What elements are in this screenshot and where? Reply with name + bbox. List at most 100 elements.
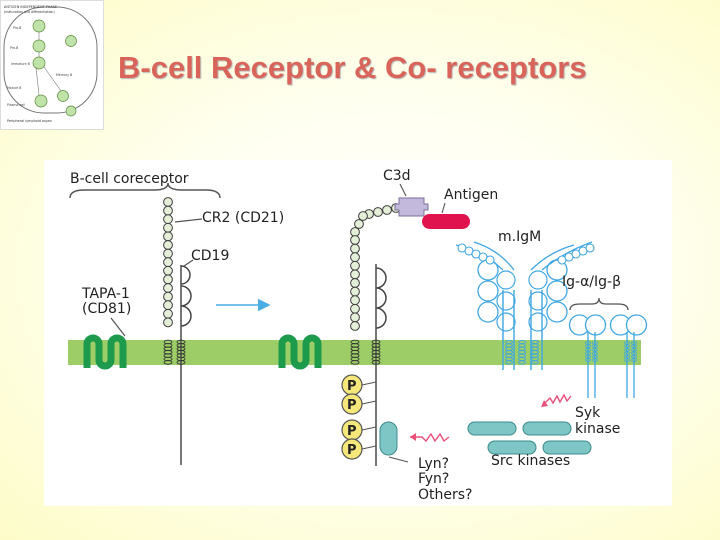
igm-arm-bead [585,243,595,253]
diagram-canvas: B-cell coreceptor CR2 (CD21) CD19 TAPA-1… [68,168,648,503]
label-igab: Ig-α/Ig-β [562,274,621,290]
c3d-block [394,197,429,217]
syk-zigzag-arrowhead [541,400,548,407]
cr2-bead [163,197,173,207]
thumb-line-1: (maturation and differentiation) [4,10,55,14]
cr2-bead [163,222,173,233]
igm-helix-turn [505,360,513,365]
igab-helix-turn [585,344,592,349]
src-kinase-1 [487,440,537,455]
cr2-bead [350,260,360,271]
igab-helix-turn [585,341,592,345]
igab-helix-turn [631,354,638,359]
igab-helix-turn [592,351,599,356]
igab-helix-turn [624,351,631,356]
cr2-bead [373,207,383,217]
label-antigen: Antigen [444,187,498,203]
cr2-bead [163,291,173,302]
cr2-bead [350,269,360,280]
src-kinase-2 [542,440,592,455]
cr2-bead-chain-right [350,203,401,331]
igab-helix-turn [631,358,638,362]
cr2-bead [163,205,173,216]
c3d-leader [399,183,407,197]
igm-domain [546,301,568,323]
label-src: Src kinases [491,453,570,469]
igm-domain [496,270,516,290]
syk-zigzag-arrow [543,393,572,405]
igab-helix-turn [585,351,592,356]
cr2-bead [163,231,173,242]
antigen-leader [441,202,446,214]
cr2-bead [358,211,368,221]
cr2-bead [163,283,173,293]
cr2-bead [382,205,392,215]
igab-domain [625,314,648,336]
igm-domain [477,301,499,323]
cr2-bead [163,300,173,311]
igab-helix-turn [624,354,631,359]
label-tapa1: TAPA-1 [81,286,130,302]
igm-helix-turn [531,360,539,365]
cr2-bead [350,295,360,306]
igab-helix-turn [592,354,599,359]
cr2-bead [163,257,173,268]
igm-domain [528,312,548,332]
igm-helix-turn [518,360,526,365]
cr2-bead [350,312,360,323]
igm-domain [546,280,568,302]
igab-helix-turn [624,358,631,362]
cr2-bead [350,243,360,254]
cd19-leader-left [183,259,194,267]
cr2-bead [350,286,360,297]
helix-turn [163,360,173,365]
phospho-link-3 [361,426,377,431]
igab-helix-turn [585,354,592,359]
ig-alpha-beta-heterodimer [568,314,648,398]
cr2-bead [350,235,360,245]
phospho-label-4: P [347,443,357,458]
igm-domain [546,259,568,281]
igm-domain [496,312,516,332]
igab-helix-turn [624,341,631,345]
helix-turn [176,360,186,365]
phospho-link-2 [361,400,377,405]
thumb-line-0: ANTIGEN INDEPENDENT PHASE [4,5,57,9]
transmembrane-helix-left [163,339,186,365]
transmembrane-helix-right [350,339,381,365]
label-cr2: CR2 (CD21) [202,210,284,226]
igab-helix-turn [631,348,638,352]
igab-helix-turn [585,358,592,362]
helix-turn [371,360,381,365]
phospho-label-1: P [347,379,357,394]
label-coreceptor: B-cell coreceptor [70,171,189,187]
label-fyn: Fyn? [418,471,449,487]
label-migm: m.IgM [498,229,541,245]
cr2-bead [163,308,173,319]
igab-helix-turn [624,344,631,349]
igab-helix-turn [592,344,599,349]
thumb-line-7: Memory B [56,73,72,77]
cr2-bead [350,252,360,263]
cr2-bead [350,321,360,331]
cr2-bead [354,219,364,229]
cd19-domains-right [375,267,387,329]
thumb-line-6: Plasma cell [7,103,25,107]
lyn-zigzag-arrow [410,432,450,443]
igab-helix-turn [624,348,631,352]
igm-domain [477,280,499,302]
label-others: Others? [418,487,472,503]
igm-arm-bead [485,255,495,265]
helix-turn [350,360,360,365]
label-syk-kinase: kinase [575,421,620,437]
label-c3d: C3d [383,168,411,184]
igab-brace [569,297,629,311]
lyn-kinase-pill [379,421,398,456]
cr2-bead [163,274,173,285]
phospho-link-4 [361,445,377,450]
igab-helix-turn [631,344,638,349]
tapa1-left [83,334,127,370]
phospho-link-1 [361,381,377,386]
igab-helix-turn [592,341,599,345]
label-lyn: Lyn? [418,456,449,472]
